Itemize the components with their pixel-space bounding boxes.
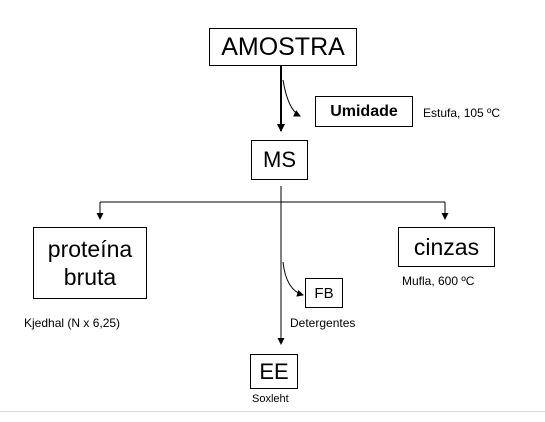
node-cinzas-label: cinzas <box>413 233 480 260</box>
node-fb: FB <box>305 278 343 308</box>
node-fb-label: FB <box>314 284 334 302</box>
label-mufla: Mufla, 600 ºC <box>402 274 475 288</box>
arrow-to-fb <box>282 261 304 297</box>
label-detergentes: Detergentes <box>290 316 356 330</box>
node-ee-label: EE <box>259 358 289 384</box>
node-cinzas: cinzas <box>398 227 495 267</box>
node-ms: MS <box>251 140 308 180</box>
label-kjedhal: Kjedhal (N x 6,25) <box>24 316 121 330</box>
arrow-to-umidade <box>282 79 301 117</box>
node-umidade-label: Umidade <box>330 102 398 120</box>
node-ee: EE <box>250 354 298 389</box>
node-proteina-bruta: proteína bruta <box>33 227 147 299</box>
node-proteina-label-1: proteína <box>47 236 133 262</box>
node-proteina-label-2: bruta <box>63 264 117 290</box>
node-amostra-label: AMOSTRA <box>221 32 345 61</box>
label-estufa: Estufa, 105 ºC <box>423 106 501 120</box>
node-umidade: Umidade <box>315 96 413 127</box>
bottom-divider <box>0 411 545 412</box>
node-amostra: AMOSTRA <box>209 28 357 66</box>
node-ms-label: MS <box>263 147 296 172</box>
label-soxleht: Soxleht <box>252 393 289 405</box>
